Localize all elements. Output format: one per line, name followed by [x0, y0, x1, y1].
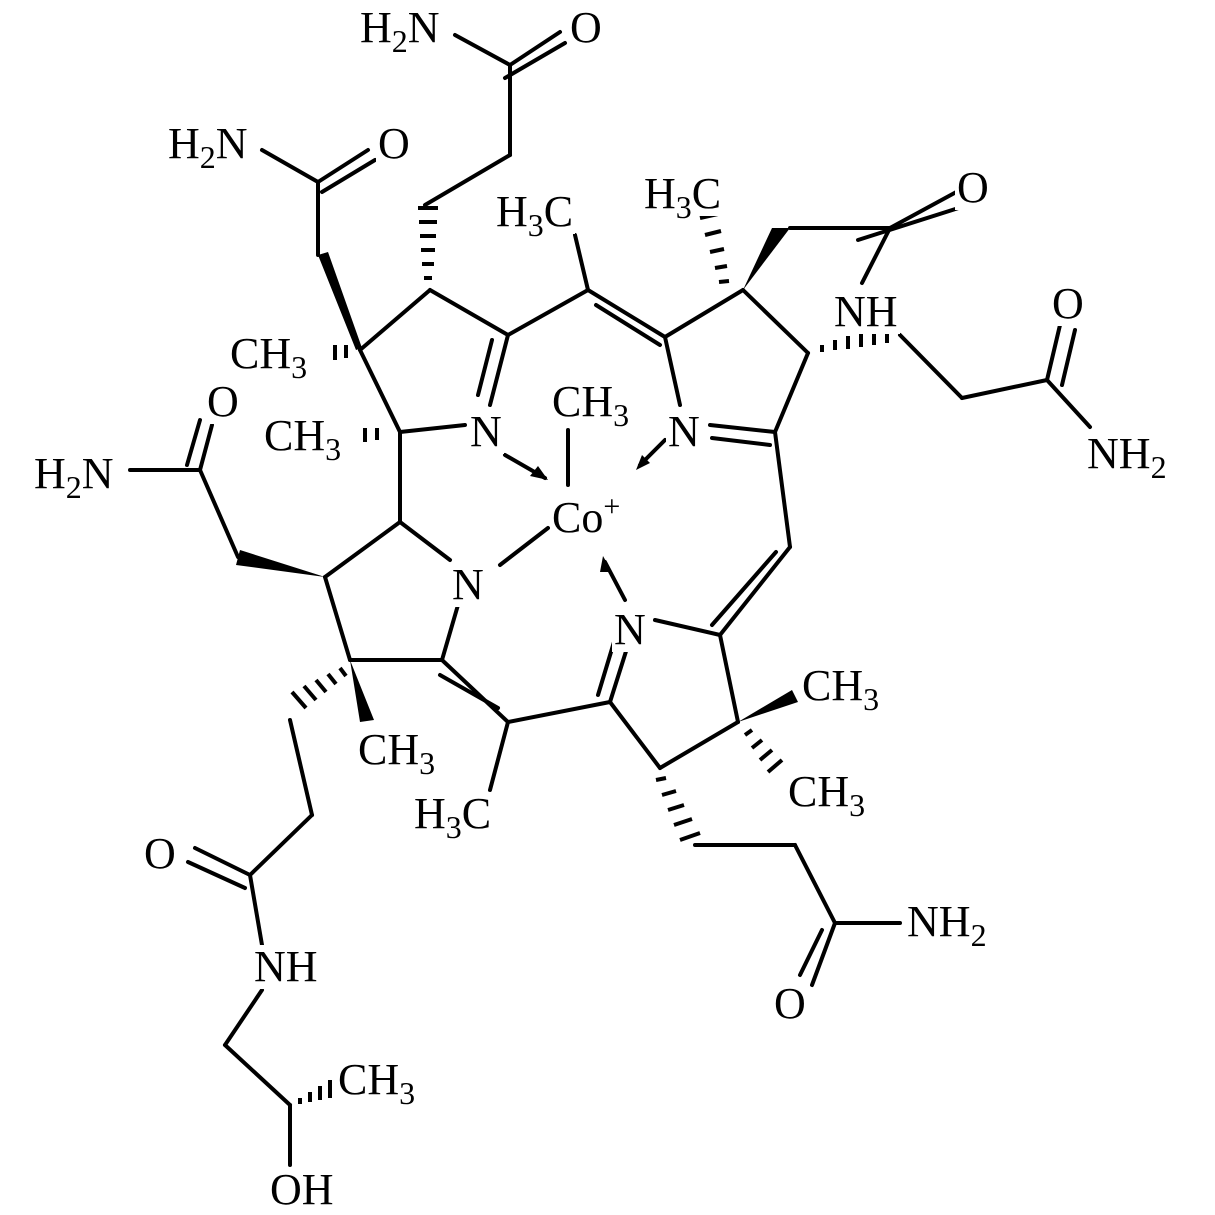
- o-bottom-left-label: O: [142, 829, 178, 878]
- ch3-bottom-ring-label: CH3: [356, 725, 438, 781]
- o-upper-left-label: O: [376, 119, 412, 168]
- n-ring-d-label: N: [612, 605, 648, 654]
- oh-bottom-label: OH: [268, 1165, 336, 1214]
- ch3-left-1-label: CH3: [228, 329, 310, 385]
- n-ring-c-label: N: [450, 560, 486, 609]
- h3c-top-center-label: H3C: [494, 187, 576, 243]
- n-ring-a-label: N: [468, 407, 504, 456]
- n-ring-b-label: N: [666, 407, 702, 456]
- nh2-top-label: H2N: [358, 3, 442, 59]
- ch3-bottom-label: CH3: [336, 1055, 418, 1111]
- o-top-right-label: O: [955, 163, 991, 212]
- nh-bottom-left-label: NH: [252, 942, 320, 991]
- nh2-right-label: NH2: [1085, 429, 1169, 485]
- ch3-right-2-label: CH3: [786, 767, 868, 823]
- o-left-label: O: [205, 377, 241, 426]
- o-top-label: O: [568, 3, 604, 52]
- cobalt-label: Co+: [550, 490, 623, 542]
- nh2-bottom-right-label: NH2: [905, 897, 989, 953]
- nh-right-label: NH: [832, 287, 900, 336]
- h3c-top-right-label: H3C: [642, 169, 724, 225]
- nh2-upper-left-label: H2N: [166, 119, 250, 175]
- ch3-right-1-label: CH3: [800, 661, 882, 717]
- h3c-bottom-label: H3C: [412, 789, 494, 845]
- o-right-label: O: [1050, 279, 1086, 328]
- o-bottom-right-label: O: [772, 979, 808, 1028]
- ch3-left-2-label: CH3: [262, 411, 344, 467]
- nh2-left-label: H2N: [32, 449, 116, 505]
- ch3-axial-label: CH3: [550, 377, 632, 433]
